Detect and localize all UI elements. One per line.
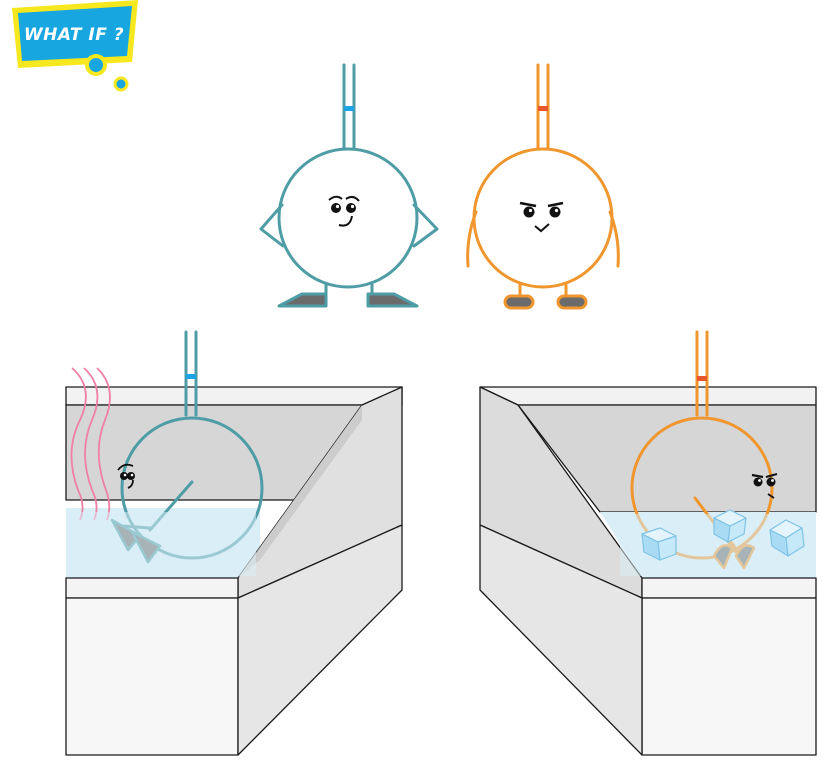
orange-body	[472, 147, 614, 289]
orange-left-foot	[503, 294, 535, 310]
teal-face	[328, 195, 360, 227]
ice-cubes	[641, 509, 805, 561]
badge-label: WHAT IF ?	[24, 25, 124, 45]
badge-bubble-large	[85, 54, 107, 76]
orange-face	[519, 201, 564, 233]
teal-right-foot	[366, 292, 419, 308]
hot-char-face	[117, 463, 135, 489]
teal-body	[277, 147, 419, 289]
orange-right-foot	[556, 294, 588, 310]
ice-tub-back-rim	[479, 386, 817, 406]
badge-bubble-small	[113, 76, 129, 92]
hot-tub-front-rim	[65, 577, 239, 599]
hot-steam	[70, 367, 111, 521]
hot-tub-front-face	[65, 597, 239, 756]
ice-char-face	[751, 472, 778, 499]
teal-left-foot	[277, 292, 328, 308]
teal-level-indicator	[344, 106, 354, 111]
what-if-badge: WHAT IF ?	[12, 0, 138, 92]
orange-level-indicator	[538, 106, 548, 111]
ice-cube-2	[713, 509, 747, 543]
hot-tub-back-rim	[65, 386, 403, 406]
teal-left-arm	[259, 203, 285, 248]
ice-tub-front-rim	[641, 577, 817, 599]
teal-thermometer-character	[259, 63, 439, 308]
ice-cube-3	[769, 519, 805, 557]
hot-water-surface	[66, 512, 256, 576]
ice-tub-front-face	[641, 597, 817, 756]
hot-tub-side-face	[237, 524, 403, 756]
ice-tub-side-face	[479, 524, 643, 756]
teal-right-arm	[412, 203, 439, 248]
orange-left-arm	[466, 210, 478, 268]
ice-cube-1	[641, 527, 677, 561]
orange-right-arm	[608, 210, 620, 268]
hot-tub-inner-side	[238, 405, 362, 578]
orange-thermometer-character	[466, 63, 620, 310]
